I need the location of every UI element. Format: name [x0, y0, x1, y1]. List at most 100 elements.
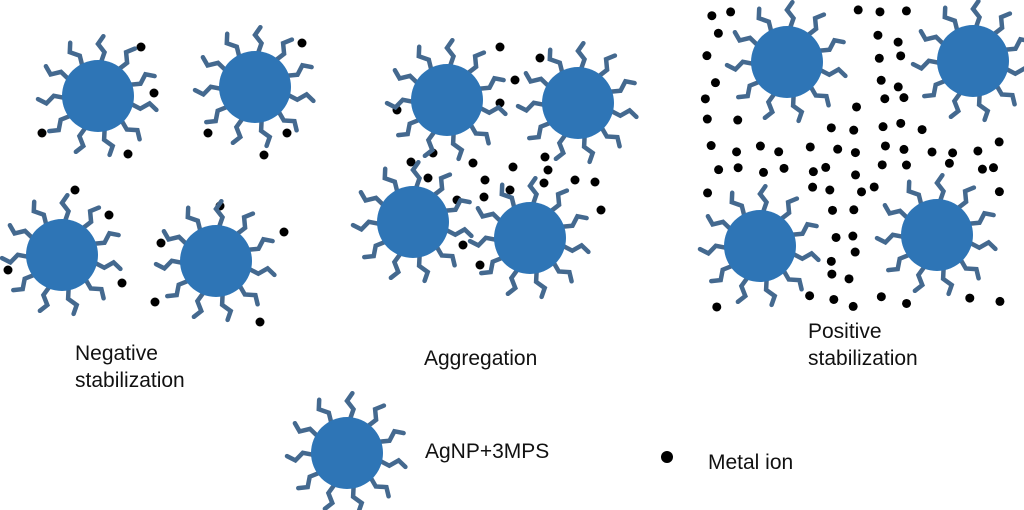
metal-ion-icon: [297, 38, 307, 48]
legend-nanoparticle-icon: [287, 393, 405, 510]
metal-ion-icon: [539, 178, 549, 188]
metal-ion-icon: [948, 148, 958, 158]
metal-ion-icon: [468, 158, 478, 168]
metal-ion-icon: [852, 102, 862, 112]
metal-ion-icon: [203, 128, 213, 138]
metal-ion-icon: [874, 53, 884, 63]
metal-ion-icon: [995, 296, 1005, 306]
label-line: stabilization: [808, 347, 918, 370]
metal-ion-icon: [876, 292, 886, 302]
metal-ion-icon: [878, 122, 888, 132]
metal-ion-icon: [733, 163, 743, 173]
metal-ion-icon: [596, 205, 606, 215]
metal-ion-icon: [829, 294, 839, 304]
metal-ion-icon: [893, 37, 903, 47]
label-aggregation: Aggregation: [424, 347, 538, 370]
label-line: Positive: [808, 320, 882, 343]
metal-ion-icon: [423, 173, 433, 183]
metal-ion-icon: [869, 182, 879, 192]
metal-ion-icon: [902, 298, 912, 308]
metal-ion-icon: [733, 115, 743, 125]
metal-ion-icon: [779, 163, 789, 173]
legend-ion-label: Metal ion: [708, 451, 794, 474]
metal-ion-icon: [880, 94, 890, 104]
metal-ion-icon: [508, 162, 518, 172]
metal-ion-icon: [540, 152, 550, 162]
metal-ion-icon: [994, 137, 1004, 147]
metal-ion-icon: [849, 125, 859, 135]
metal-ion-icon: [707, 11, 717, 21]
nanoparticle-icon: [156, 201, 274, 320]
metal-ion-icon: [825, 185, 835, 195]
metal-ion-icon: [828, 205, 838, 215]
label-line: Negative: [75, 342, 158, 365]
metal-ion-icon: [70, 185, 80, 195]
metal-ion-icon: [833, 144, 843, 154]
label-positive-stabilization: Positive stabilization: [808, 318, 918, 372]
metal-ion-icon: [774, 147, 784, 157]
metal-ion-icon: [808, 167, 818, 177]
metal-ion-icon: [543, 165, 553, 175]
metal-ion-icon: [849, 205, 859, 215]
metal-ion-icon: [988, 163, 998, 173]
metal-ion-icon: [703, 188, 713, 198]
metal-ion-icon: [732, 147, 742, 157]
metal-ion-icon: [805, 142, 815, 152]
metal-ion-icon: [917, 125, 927, 135]
metal-ion-icon: [156, 238, 166, 248]
metal-ion-icon: [590, 177, 600, 187]
metal-ion-icon: [875, 7, 885, 17]
metal-ion-icon: [848, 231, 858, 241]
metal-ion-icon: [706, 141, 716, 151]
metal-ion-icon: [899, 93, 909, 103]
metal-ion-icon: [850, 247, 860, 257]
metal-ion-icon: [805, 291, 815, 301]
metal-ion-icon: [535, 53, 545, 63]
metal-ion-icon: [279, 227, 289, 237]
metal-ion-icon: [37, 128, 47, 138]
metal-ion-icon: [808, 182, 818, 192]
metal-ion-icon: [821, 162, 831, 172]
nanoparticle-icon: [913, 1, 1024, 120]
nanoparticle-icon: [2, 195, 120, 314]
legend-particle-label: AgNP+3MPS: [425, 440, 550, 463]
legend-metal-ion-icon: [661, 451, 673, 463]
metal-ion-icon: [713, 28, 723, 38]
metal-ion-icon: [848, 301, 858, 311]
metal-ion-icon: [899, 144, 909, 154]
metal-ion-icon: [259, 150, 269, 160]
metal-ion-icon: [876, 75, 886, 85]
metal-ion-icon: [759, 167, 769, 177]
metal-ion-icon: [702, 51, 712, 61]
metal-ion-icon: [893, 82, 903, 92]
metal-ion-icon: [844, 274, 854, 284]
metal-ion-icon: [927, 147, 937, 157]
metal-ion-icon: [857, 187, 867, 197]
metal-ion-icon: [880, 141, 890, 151]
metal-ion-icon: [702, 114, 712, 124]
metal-ion-icon: [480, 175, 490, 185]
metal-ion-icon: [755, 141, 765, 151]
metal-ion-icon: [973, 146, 983, 156]
metal-ion-icon: [826, 123, 836, 133]
metal-ion-icon: [901, 6, 911, 16]
metal-ion-icon: [150, 297, 160, 307]
metal-ion-icon: [877, 160, 887, 170]
metal-ion-icon: [570, 175, 580, 185]
metal-ion-icon: [831, 232, 841, 242]
metal-ion-icon: [475, 260, 485, 270]
metal-ion-icon: [117, 278, 127, 288]
nanoparticle-icon: [877, 175, 995, 294]
metal-ion-icon: [873, 30, 883, 40]
metal-ion-icon: [495, 42, 505, 52]
metal-ion-icon: [136, 42, 146, 52]
metal-ion-icon: [714, 165, 724, 175]
metal-ion-icon: [104, 210, 114, 220]
metal-ion-icon: [896, 118, 906, 128]
metal-ion-icon: [282, 128, 292, 138]
metal-ion-icon: [901, 160, 911, 170]
metal-ion-icon: [850, 148, 860, 158]
metal-ion-icon: [994, 187, 1004, 197]
